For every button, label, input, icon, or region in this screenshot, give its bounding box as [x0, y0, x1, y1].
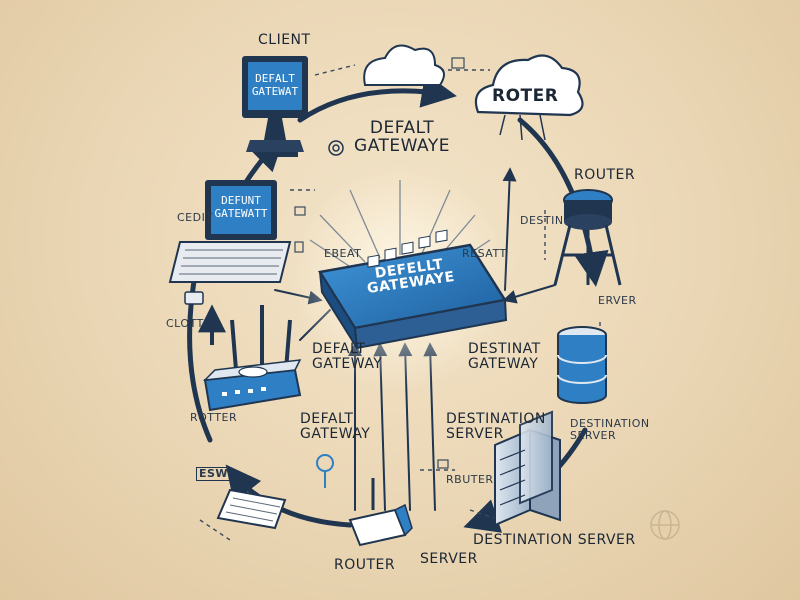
database-icon [557, 326, 607, 404]
wifi-router-icon [202, 305, 302, 412]
phone-icon [184, 291, 204, 305]
destination-server-bottom-line-1: DESTINATION SERVER [473, 532, 636, 548]
title-line-1: DEFALT [369, 118, 435, 138]
title-line-2: GATEWAYE [354, 135, 450, 156]
router-right-label: ROUTER [574, 167, 636, 183]
headset-icon [316, 454, 334, 488]
destination-server-bottom-extra: SERVER [420, 552, 478, 567]
globe-icon [650, 510, 680, 540]
cedit-label: CEDIT [177, 211, 213, 224]
router-tower-icon [553, 189, 622, 286]
esw-label: ESW [196, 467, 232, 481]
laptop-line-2: GATEWATT [214, 206, 268, 220]
destination-server-right-line-2: SERVER [570, 428, 617, 442]
monitor-screen-text: DEFALT GATEWAT [250, 72, 300, 98]
destinat-gateway-line-2: GATEWAY [468, 355, 539, 372]
default-gateway-low-line-1: DEFALT [300, 411, 354, 427]
tiny-device-icons [294, 57, 465, 469]
defalt-gateway-mid-label: DEFALT GATEWAY [312, 342, 382, 371]
resatt-label: RESATT [462, 247, 507, 260]
destination-server-right-line-1: DESTINATION [570, 417, 650, 430]
router-bottom-label: ROUTER [334, 557, 396, 573]
destinat-gateway-line-1: DESTINAT [468, 341, 541, 357]
destination-server-mid-line-1: DESTINATION [446, 411, 546, 427]
default-gateway-low-label: DEFALT GATEWAY [300, 412, 370, 441]
defalt-gateway-mid-line-2: GATEWAY [312, 355, 383, 372]
laptop-icon [168, 180, 292, 283]
destination-server-mid-line-2: SERVER [446, 425, 504, 442]
laptop-line-1: DEFUNT [221, 194, 261, 207]
monitor-line-2: GATEWAT [251, 84, 299, 98]
ebeat-label: EBEAT [324, 247, 362, 260]
rotter-label: ROTTER [190, 411, 238, 424]
laptop-screen-text: DEFUNT GATEWATT [213, 194, 269, 220]
client-label: CLIENT [258, 32, 311, 48]
destination-server-bottom-line-2: SERVER [420, 551, 478, 567]
target-icon [328, 140, 344, 156]
default-gateway-low-line-2: GATEWAY [300, 425, 371, 442]
bottom-router-icon [348, 478, 413, 547]
router-cloud-icon [474, 54, 584, 141]
destination-server-mid-label: DESTINATION SERVER [446, 412, 546, 441]
defalt-gatewaye-title: DEFALT GATEWAYE [342, 118, 462, 156]
server-rack-icon [494, 410, 561, 527]
defalt-gateway-mid-line-1: DEFALT [312, 341, 366, 357]
destination-server-bottom-label: DESTINATION SERVER [425, 533, 636, 548]
rbuter-label: RBUTER [446, 473, 494, 486]
router-top-label: ROTER [492, 86, 559, 106]
monitor-line-1: DEFALT [255, 72, 295, 85]
clott-label: CLOTT [166, 317, 204, 330]
client-monitor-icon [242, 56, 308, 157]
keyboard-icon [216, 488, 287, 530]
gateway-switch-icon [317, 229, 508, 350]
erver-label: ERVER [598, 294, 637, 307]
destinat-gateway-label: DESTINAT GATEWAY [468, 342, 541, 371]
cloud-icon [363, 44, 445, 86]
destination-server-right-label: DESTINATION SERVER [570, 418, 650, 441]
destin-label: DESTIN [520, 214, 564, 227]
